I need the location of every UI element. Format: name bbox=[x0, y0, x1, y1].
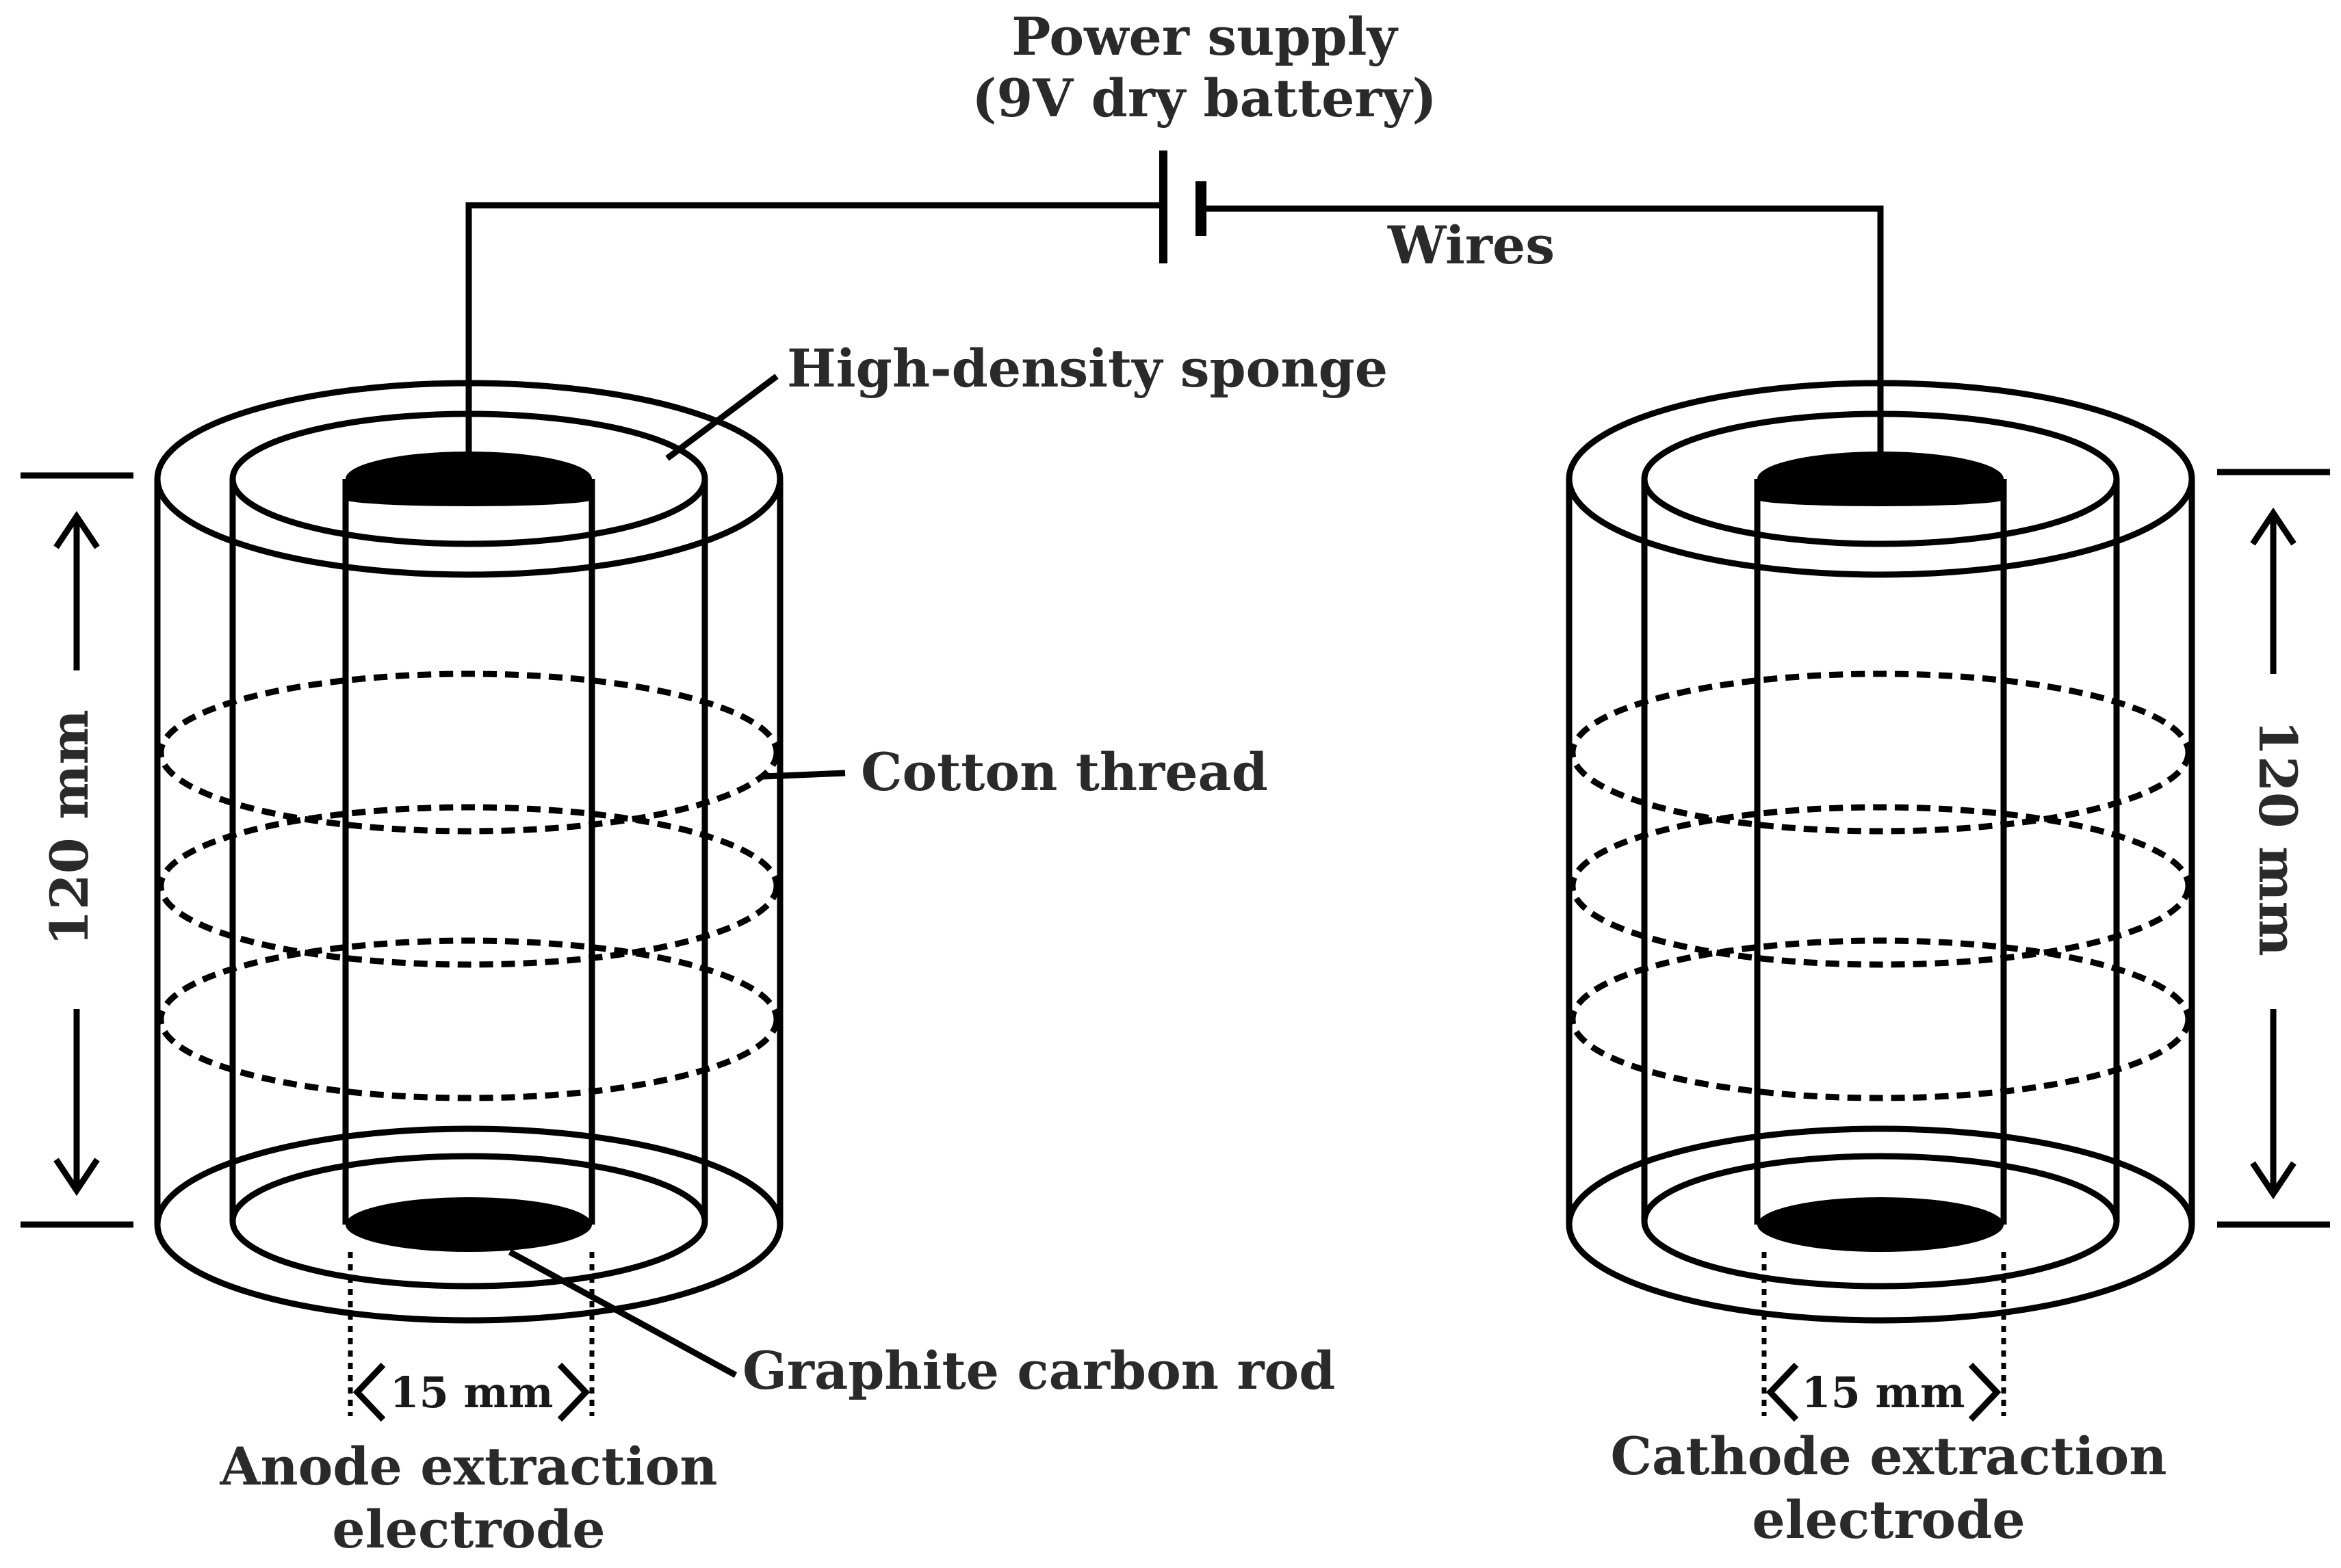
anode-rod-top bbox=[346, 452, 592, 506]
wire-left bbox=[465, 202, 1163, 455]
height-left-arrowhead-up bbox=[53, 510, 100, 549]
power-supply-label: Power supply bbox=[1011, 6, 1398, 67]
cotton-leader bbox=[762, 770, 846, 780]
height-right-arrowhead-down bbox=[2250, 1161, 2297, 1200]
anode-label-line2: electrode bbox=[332, 1499, 605, 1560]
wires-label: Wires bbox=[1387, 215, 1555, 276]
sponge-leader bbox=[665, 374, 779, 461]
height-left-label: 120 mm bbox=[39, 709, 100, 946]
anode-cotton-ring-2 bbox=[157, 804, 780, 968]
cathode-rod-top bbox=[1757, 452, 2004, 506]
cathode-cotton-ring-2 bbox=[1569, 804, 2192, 968]
anode-electrode bbox=[154, 380, 784, 1324]
anode-top-outer bbox=[154, 380, 784, 578]
anode-rod-bottom bbox=[346, 1197, 592, 1252]
diameter-dimension-left: 15 mm bbox=[348, 1252, 595, 1422]
anode-label-line1: Anode extraction bbox=[219, 1436, 717, 1497]
height-right-arrowhead-up bbox=[2250, 507, 2297, 546]
height-left-arrowhead-down bbox=[53, 1158, 100, 1197]
diameter-dimension-right: 15 mm bbox=[1761, 1252, 2006, 1422]
cathode-cotton-ring-1 bbox=[1569, 670, 2192, 835]
diameter-right-label: 15 mm bbox=[1801, 1368, 1965, 1417]
diameter-left-label: 15 mm bbox=[389, 1368, 553, 1417]
diameter-left-arrowhead-left bbox=[352, 1362, 386, 1422]
cathode-label-line2: electrode bbox=[1752, 1489, 2025, 1550]
height-dimension-right: 120 mm bbox=[2217, 469, 2330, 1228]
anode-cotton-ring-1 bbox=[157, 670, 780, 835]
wire-right bbox=[1201, 205, 1884, 455]
height-right-label: 120 mm bbox=[2247, 720, 2308, 956]
cathode-label-line1: Cathode extraction bbox=[1611, 1426, 2167, 1487]
sponge-label: High-density sponge bbox=[787, 338, 1388, 399]
power-supply-sublabel: (9V dry battery) bbox=[972, 68, 1436, 129]
diameter-right-arrowhead-left bbox=[1766, 1362, 1799, 1422]
anode-sponge-top bbox=[229, 410, 708, 547]
circuit bbox=[465, 151, 1884, 455]
graphite-label: Graphite carbon rod bbox=[742, 1340, 1335, 1401]
cathode-cotton-ring-3 bbox=[1569, 937, 2192, 1101]
diameter-right-arrowhead-right bbox=[1968, 1362, 2002, 1422]
diameter-left-arrowhead-right bbox=[557, 1362, 591, 1422]
cathode-top-outer bbox=[1566, 380, 2195, 578]
height-dimension-left: 120 mm bbox=[21, 472, 133, 1228]
anode-cotton-ring-3 bbox=[157, 937, 780, 1101]
cotton-label: Cotton thread bbox=[861, 742, 1268, 802]
cathode-electrode bbox=[1566, 380, 2195, 1324]
cathode-rod-bottom bbox=[1757, 1197, 2004, 1252]
graphite-leader bbox=[508, 1249, 738, 1378]
cathode-sponge-top bbox=[1641, 410, 2120, 547]
